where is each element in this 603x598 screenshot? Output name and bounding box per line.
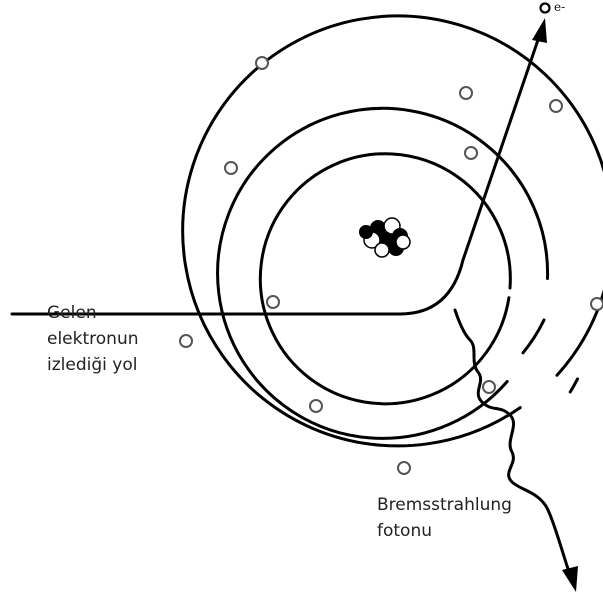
incoming-label-line-2: elektronun xyxy=(47,326,139,352)
scattered-electron-label: e- xyxy=(554,0,565,14)
shell-outer-b xyxy=(570,379,577,392)
incoming-electron-path xyxy=(12,34,540,314)
scattered-electron xyxy=(541,4,550,13)
electron-icon xyxy=(225,162,237,174)
photon-arrowhead xyxy=(562,566,578,592)
electron-icon xyxy=(591,298,603,310)
electron-icon xyxy=(180,335,192,347)
electron-icon xyxy=(465,147,477,159)
electron-icon xyxy=(256,57,268,69)
orbit-electrons xyxy=(180,57,603,474)
electron-icon xyxy=(398,462,410,474)
nucleus-icon xyxy=(359,218,410,257)
electron-icon xyxy=(267,296,279,308)
shell-middle-b xyxy=(523,320,544,353)
photon-label-line-2: fotonu xyxy=(377,518,512,544)
electron-icon xyxy=(483,381,495,393)
electron-icon xyxy=(460,87,472,99)
incoming-electron-label: Gelen elektronun izlediği yol xyxy=(47,300,139,378)
exit-arrowhead xyxy=(532,18,547,43)
incoming-label-line-1: Gelen xyxy=(47,300,139,326)
electron-icon xyxy=(310,400,322,412)
shell-inner xyxy=(260,154,510,404)
electron-icon xyxy=(550,100,562,112)
photon-label: Bremsstrahlung fotonu xyxy=(377,492,512,544)
photon-label-line-1: Bremsstrahlung xyxy=(377,492,512,518)
incoming-label-line-3: izlediği yol xyxy=(47,352,139,378)
